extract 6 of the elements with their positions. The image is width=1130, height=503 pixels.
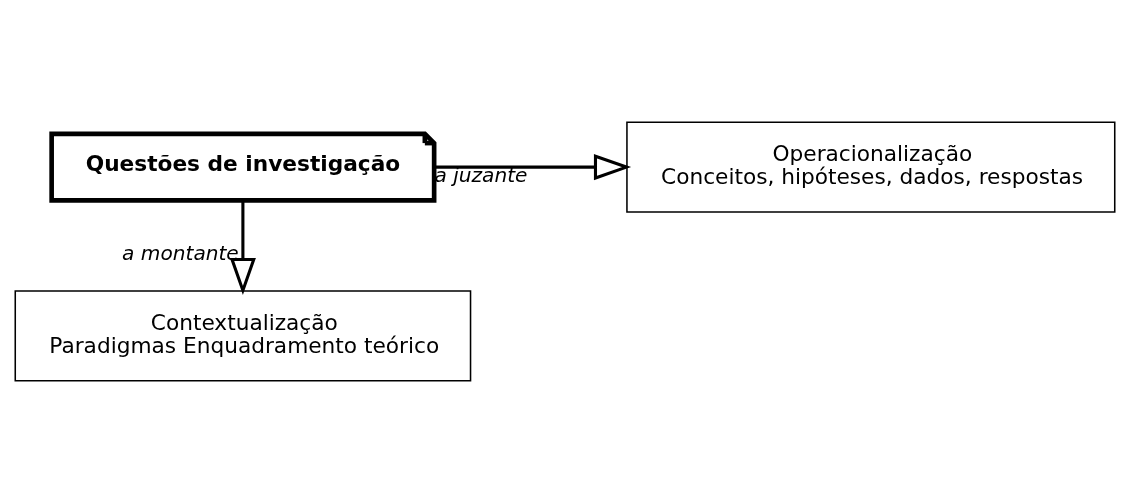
arrow xyxy=(229,200,256,296)
edge-label: a juzante xyxy=(434,162,528,187)
node-box: Contextualização Paradigmas Enquadramento teórico xyxy=(14,290,472,382)
arrow xyxy=(434,154,632,181)
edge-label: a montante xyxy=(122,240,239,265)
node-box: Operacionalização Conceitos, hipóteses, dados, respostas xyxy=(626,121,1116,213)
